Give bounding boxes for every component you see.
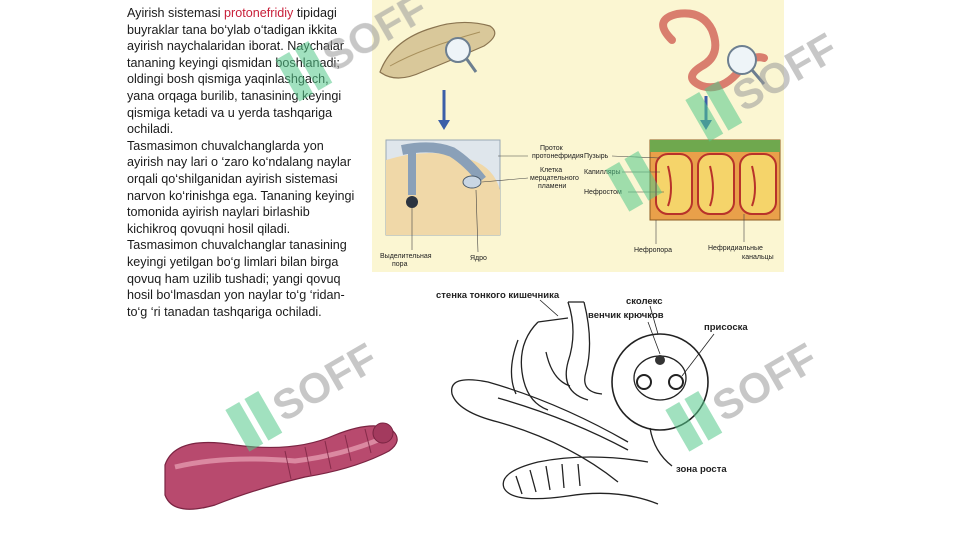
flatworm-illustration <box>379 21 496 79</box>
tapeworm-specimen-image <box>164 422 398 510</box>
label-nefropora: Нефропора <box>634 247 672 254</box>
label-vydelitelnaya-pora: Выделительная <box>380 253 432 260</box>
svg-text:пора: пора <box>392 261 408 268</box>
scolex-magnified <box>611 333 709 431</box>
label-prisoska: присоска <box>704 322 748 333</box>
nephridia-closeup <box>649 139 781 221</box>
label-puzyr: Пузырь <box>584 153 609 160</box>
intestine-wall <box>510 301 603 411</box>
protonephridium-closeup <box>385 139 501 236</box>
label-nefridialnye-kanaltsy: Нефридиальные <box>708 245 763 252</box>
paragraph-2: Tasmasimon chuvalchanglarda yon ayirish … <box>127 138 355 319</box>
highlight-term: protonefridiy <box>224 6 294 20</box>
label-zona-rosta: зона роста <box>676 464 727 475</box>
excretory-diagram-top: Проток протонефридия Клетка мерцательног… <box>372 0 784 272</box>
magnifier-icon <box>445 37 471 63</box>
svg-text:мерцательного: мерцательного <box>530 175 579 182</box>
svg-text:канальцы: канальцы <box>742 254 774 261</box>
label-kapillary: Капилляры <box>584 169 621 176</box>
paragraph-1: Ayirish sistemasi protonefridiy tipidagi… <box>127 6 345 137</box>
tapeworm-strobila <box>451 379 659 505</box>
tapeworm-diagram: стенка тонкого кишечника сколекс венчик … <box>436 290 748 505</box>
label-stenka-kishechnika: стенка тонкого кишечника <box>436 290 560 301</box>
sucker-icon <box>636 374 652 390</box>
sucker-icon-2 <box>668 374 684 390</box>
hook-crown-icon <box>655 355 665 365</box>
magnifier-icon-2 <box>727 45 757 75</box>
label-venchik: венчик крючков <box>588 310 664 321</box>
label-yadro: Ядро <box>470 255 487 262</box>
svg-text:пламени: пламени <box>538 183 566 190</box>
body-text: Ayirish sistemasi protonefridiy tipidagi… <box>127 5 355 320</box>
label-protok: Проток <box>540 145 564 152</box>
annelid-illustration <box>659 9 768 92</box>
svg-text:протонефридия: протонефридия <box>532 153 584 160</box>
label-skoleks: сколекс <box>626 296 663 307</box>
label-nefrostom: Нефростом <box>584 189 622 196</box>
label-kletka: Клетка <box>540 167 562 174</box>
